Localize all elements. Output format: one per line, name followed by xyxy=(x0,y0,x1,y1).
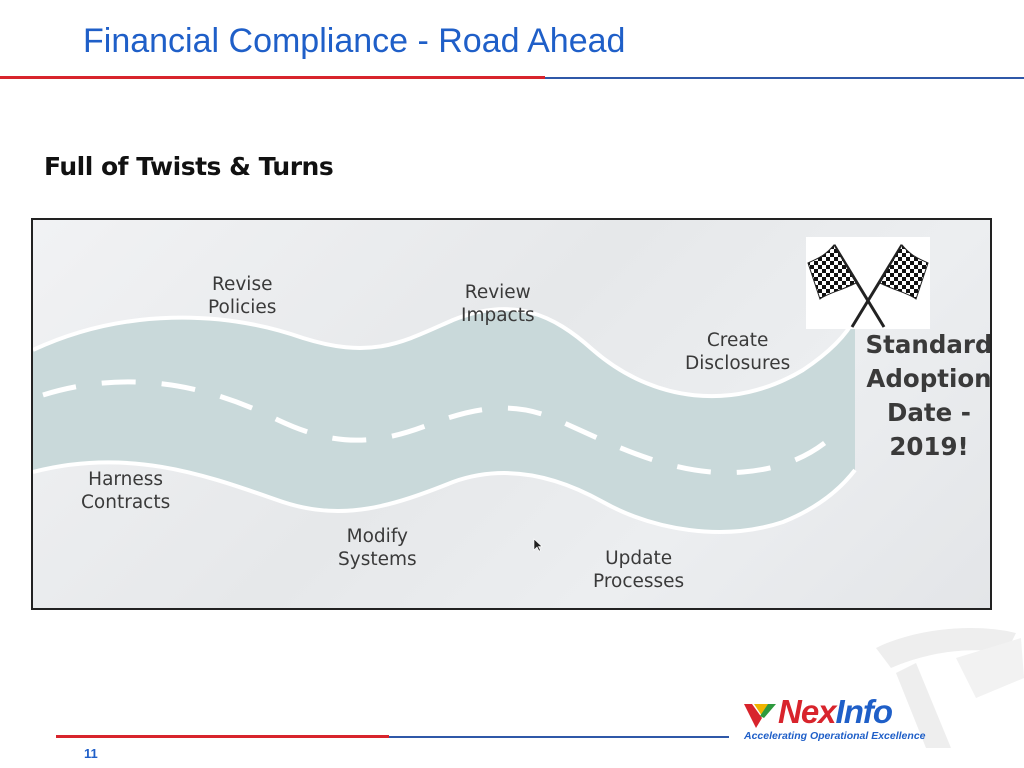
checkered-flags-icon xyxy=(806,237,930,329)
slide-subtitle: Full of Twists & Turns xyxy=(44,152,334,181)
step-revise-policies: Revise Policies xyxy=(208,274,277,318)
step-modify-systems: Modify Systems xyxy=(338,526,417,570)
mouse-cursor-icon xyxy=(533,538,543,552)
logo-wordmark: NexInfo xyxy=(778,693,893,730)
nexinfo-logo: NexInfo Accelerating Operational Excelle… xyxy=(742,693,952,747)
step-create-disclosures: Create Disclosures xyxy=(685,330,791,374)
step-update-processes: Update Processes xyxy=(593,548,685,592)
winding-road xyxy=(33,307,857,534)
step-harness-contracts: Harness Contracts xyxy=(81,469,171,513)
adoption-date-callout: Standard Adoption Date - 2019! xyxy=(865,330,992,461)
page-number: 11 xyxy=(84,746,98,761)
watermark-icon xyxy=(876,628,1024,748)
title-divider-red xyxy=(0,76,545,79)
footer-divider-red xyxy=(56,735,389,738)
footer-divider-blue xyxy=(389,736,729,738)
slide-title: Financial Compliance - Road Ahead xyxy=(83,22,626,60)
step-review-impacts: Review Impacts xyxy=(461,282,535,326)
nexinfo-logo-icon xyxy=(744,704,776,728)
logo-tagline: Accelerating Operational Excellence xyxy=(744,730,926,742)
road-illustration: Harness Contracts Revise Policies Modify… xyxy=(31,218,992,610)
title-divider-blue xyxy=(545,77,1024,79)
